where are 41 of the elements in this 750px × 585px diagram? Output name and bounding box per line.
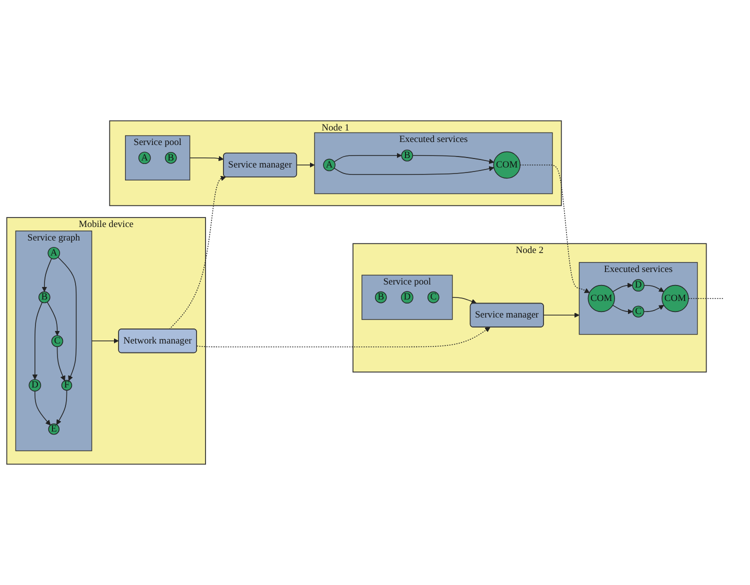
node-circle: C <box>427 291 440 304</box>
arrow <box>334 152 402 162</box>
arrow <box>543 312 580 318</box>
node-circle: COM <box>588 284 615 312</box>
node-circle: B <box>164 152 177 164</box>
node-circle: COM <box>662 284 689 312</box>
node-circle: A <box>323 158 336 172</box>
arrow <box>612 304 633 314</box>
arrow <box>334 166 494 175</box>
arrow <box>452 296 477 304</box>
node-circle: A <box>48 246 60 260</box>
arrow <box>296 162 315 168</box>
arrow <box>32 302 43 380</box>
connector <box>688 298 725 299</box>
node-circle: C <box>51 335 64 348</box>
node-circle: B <box>374 291 387 304</box>
node-circle: D <box>28 379 42 392</box>
node-circle: E <box>48 423 60 435</box>
arrow <box>42 258 52 292</box>
node-circle: D <box>400 291 414 304</box>
arrow <box>196 327 490 348</box>
arrow <box>34 390 51 426</box>
node-circle: B <box>401 150 414 162</box>
arrow <box>612 282 633 292</box>
node-circle: A <box>138 152 151 164</box>
arrow <box>168 176 226 330</box>
arrow <box>189 156 224 162</box>
arrow <box>46 302 60 336</box>
arrow <box>644 284 664 292</box>
arrow <box>643 304 664 312</box>
arrow <box>56 346 66 381</box>
node-circle: D <box>632 279 644 292</box>
arrow <box>412 155 494 164</box>
node-circle: B <box>38 291 50 304</box>
arrow <box>56 390 68 425</box>
node-circle: F <box>61 380 72 391</box>
arrow <box>58 256 77 381</box>
node-circle: C <box>632 306 644 318</box>
arrow <box>91 338 119 344</box>
node-circle: COM <box>493 151 520 179</box>
arrow <box>520 164 590 293</box>
